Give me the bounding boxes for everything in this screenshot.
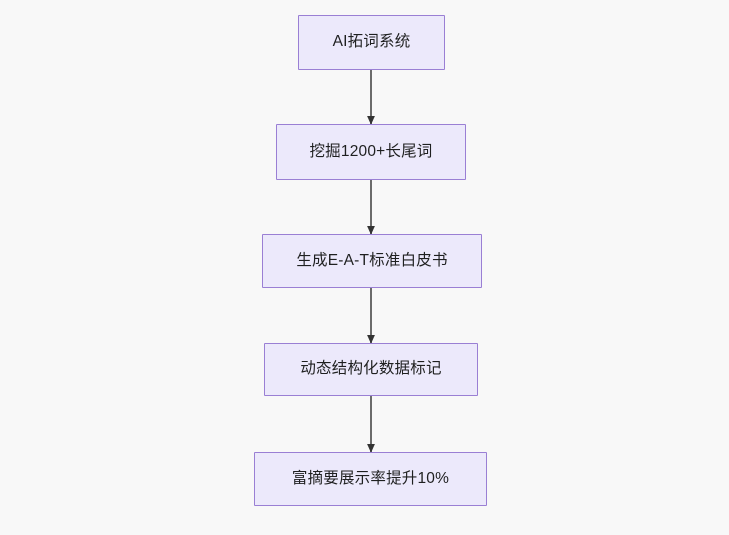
- node-label: 动态结构化数据标记: [300, 360, 442, 378]
- node-label: 生成E-A-T标准白皮书: [296, 251, 448, 269]
- node-label: 挖掘1200+长尾词: [309, 142, 433, 160]
- node-label: 富摘要展示率提升10%: [291, 469, 450, 487]
- flowchart-node-dynamic-structured-data-markup[interactable]: 动态结构化数据标记: [264, 343, 478, 396]
- flowchart-node-mine-longtail-keywords[interactable]: 挖掘1200+长尾词: [276, 124, 466, 180]
- flowchart-node-generate-eat-whitepaper[interactable]: 生成E-A-T标准白皮书: [262, 234, 482, 288]
- flowchart-node-rich-snippet-rate-increase[interactable]: 富摘要展示率提升10%: [254, 452, 487, 506]
- node-label: AI拓词系统: [332, 33, 411, 51]
- flowchart-node-ai-keyword-system[interactable]: AI拓词系统: [298, 15, 445, 70]
